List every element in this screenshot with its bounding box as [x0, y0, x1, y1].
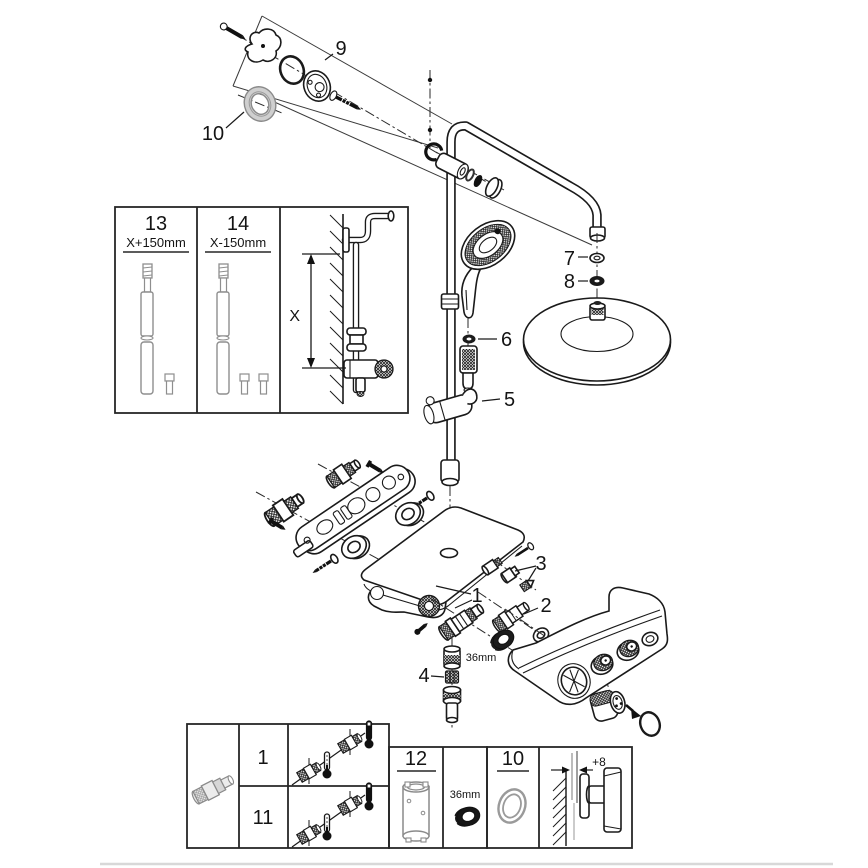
shower-holder: 5 — [423, 388, 515, 425]
rosette-icon — [340, 534, 371, 560]
hand-shower: 6 — [459, 219, 516, 404]
spout-tube-icon — [445, 702, 459, 724]
dimension-x: X — [289, 253, 346, 369]
bottom-bracket-icon — [343, 359, 394, 397]
thermometer-hot-icon — [364, 720, 374, 749]
flange-screw-icon — [329, 90, 361, 110]
callout-5: 5 — [504, 389, 515, 411]
callout-7: 7 — [564, 248, 575, 270]
temperature-knob-icon — [589, 690, 626, 722]
cartridge-thermometer-row-icons — [291, 720, 374, 786]
union-connector-icon — [325, 459, 362, 489]
callout-4: 4 — [418, 665, 429, 687]
callout-8: 8 — [564, 271, 575, 293]
clamp-icon — [424, 142, 444, 162]
head-shower: 7 8 — [522, 233, 672, 386]
escutcheon-ring-icon — [243, 86, 277, 122]
kit-13-number: 13 — [145, 213, 167, 235]
table-10-number: 10 — [502, 748, 524, 770]
cover-housing — [507, 586, 669, 706]
control-knob-icon — [590, 653, 614, 676]
outlet-connector-icon — [443, 645, 461, 670]
knob-o-ring-icon — [638, 711, 662, 737]
callout-6: 6 — [501, 329, 512, 351]
kit-14-length: X-150mm — [210, 235, 266, 250]
ball-joint-icon — [589, 301, 606, 321]
wall-union-icon — [579, 767, 622, 833]
shelf-screw-icon — [514, 542, 535, 557]
escutcheon-ring-grey-icon — [497, 788, 527, 824]
grey-cartridge-icon — [191, 775, 235, 805]
small-black-screw-icon — [414, 623, 428, 635]
fitting-icon — [164, 373, 175, 395]
aerator-icon — [442, 685, 462, 706]
ring-nut-36mm: 36mm — [466, 629, 515, 664]
black-screw-icon — [365, 459, 384, 473]
fitting-icon — [239, 373, 269, 395]
mini-cartridge-icon — [295, 761, 322, 784]
wall-offset-cell: +8 — [551, 751, 622, 846]
mini-cartridge-icon — [336, 732, 363, 755]
wall-mount-exploded-view: 9 10 — [202, 22, 361, 145]
mounting-screw-icon — [219, 22, 246, 39]
mounting-plate-assembly — [255, 459, 453, 573]
callout-10: 10 — [202, 123, 224, 145]
cover-port-icon — [557, 663, 591, 699]
parts-table: 1 11 — [186, 720, 633, 849]
cover-cap-icon — [484, 177, 503, 199]
callout-3: 3 — [535, 553, 546, 575]
kit-13-length: X+150mm — [126, 235, 186, 250]
thermometer-cold-icon — [322, 751, 332, 779]
part-4-outlet-parts: 4 — [418, 638, 462, 730]
control-knob-icon — [616, 639, 640, 662]
cartridge-thermometer-row-icons-row11 — [291, 782, 375, 848]
rosette-icon — [394, 501, 425, 527]
callout-9: 9 — [335, 38, 346, 60]
valve-body — [367, 587, 447, 619]
outlet-nut-icon — [444, 670, 460, 684]
shelf-pipe-hole — [439, 547, 459, 559]
hand-shower-handle — [461, 266, 482, 319]
table-ring-nut-size: 36mm — [450, 789, 481, 801]
thermostat-shelf-assembly — [360, 486, 535, 635]
knob-boss-icon — [641, 631, 659, 647]
seal-washer-icon — [473, 174, 483, 188]
part-2-valve-cartridge: 2 — [477, 591, 553, 643]
extension-kits-box: 13 X+150mm 14 X-150mm — [114, 206, 409, 414]
o-ring-icon — [278, 55, 306, 85]
sleeve-12-icon — [402, 781, 430, 843]
part-1-thermostat-cartridge: 1 — [429, 585, 513, 651]
wall-reference-drawing: X — [289, 210, 395, 405]
table-row-1-number: 1 — [257, 747, 268, 769]
rail-coupling — [440, 293, 460, 310]
cover-assembly — [504, 586, 669, 737]
ring-nut-icon — [453, 806, 481, 827]
table-12-number: 12 — [405, 748, 427, 770]
hose-connector-icon — [459, 345, 478, 393]
flange-disc-icon — [302, 70, 332, 102]
callout-1: 1 — [471, 585, 482, 607]
washer-icon — [465, 168, 475, 182]
mounting-plate — [292, 464, 416, 558]
kit-14-number: 14 — [227, 213, 249, 235]
long-screw-icon — [312, 553, 339, 573]
hand-shower-head — [460, 219, 516, 271]
part-3-check-valve: 3 — [493, 553, 547, 593]
black-screw-icon — [267, 516, 286, 530]
extension-pipe-14 — [216, 263, 269, 395]
glide-element-icon — [346, 327, 367, 352]
callout-2: 2 — [540, 595, 551, 617]
dimension-x-label: X — [289, 308, 300, 325]
ring-size-label: 36mm — [466, 652, 497, 664]
rail-wall-bracket — [424, 142, 505, 199]
table-row-11-number: 11 — [253, 807, 274, 829]
wall-offset-label: +8 — [592, 755, 606, 769]
assembly-arrow-icon — [625, 704, 641, 719]
extension-pipe-13 — [140, 263, 175, 395]
washer-7-icon — [589, 252, 605, 264]
